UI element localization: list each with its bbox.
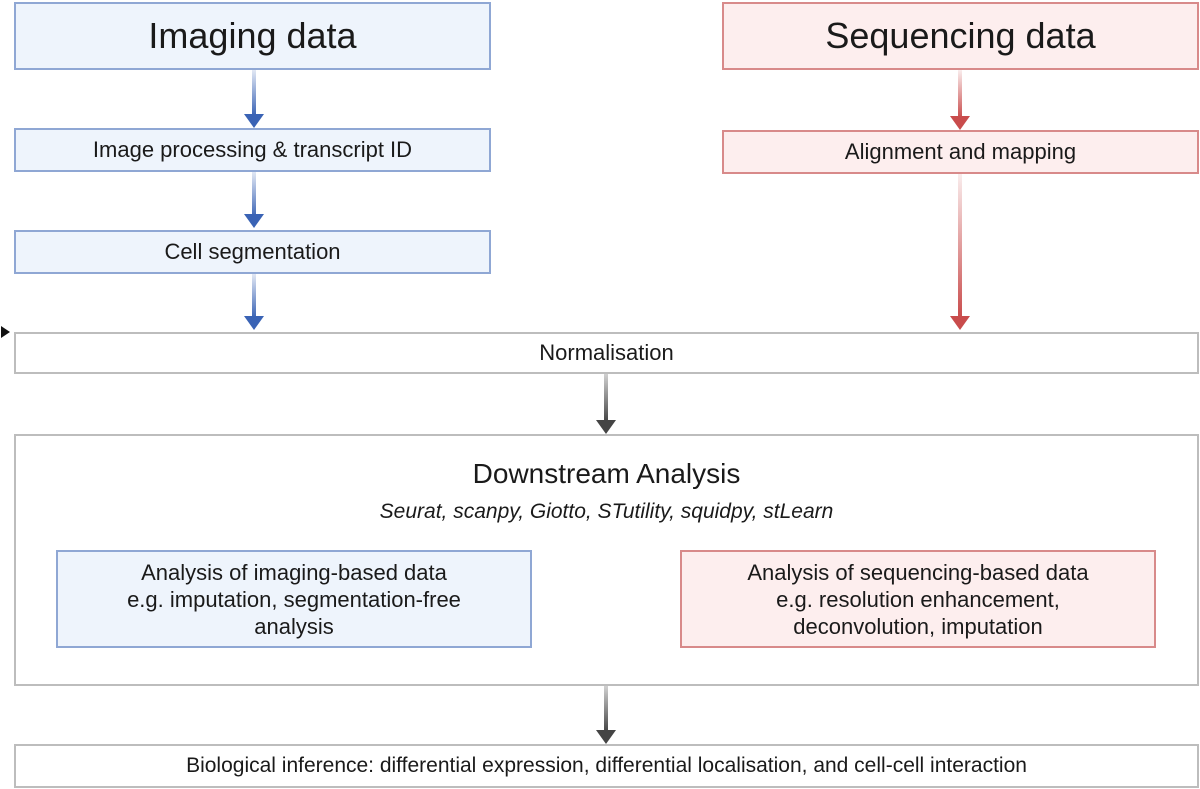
imaging-data-title: Imaging data xyxy=(148,15,357,56)
sequencing-analysis-box: Analysis of sequencing-based data e.g. r… xyxy=(680,550,1156,648)
normalisation-label: Normalisation xyxy=(539,340,674,365)
left-marker-icon xyxy=(1,326,10,338)
sequencing-analysis-line2: e.g. resolution enhancement, xyxy=(776,586,1060,612)
arrow-imaging-to-processing xyxy=(244,70,264,128)
image-processing-box: Image processing & transcript ID xyxy=(14,128,491,172)
arrow-alignment-to-normalisation xyxy=(950,174,970,330)
alignment-mapping-box: Alignment and mapping xyxy=(722,130,1199,174)
alignment-mapping-label: Alignment and mapping xyxy=(844,139,1077,164)
arrow-sequencing-to-alignment xyxy=(950,70,970,130)
biological-inference-box: Biological inference: differential expre… xyxy=(14,744,1199,788)
arrow-normalisation-to-downstream xyxy=(596,374,616,434)
imaging-analysis-line1: Analysis of imaging-based data xyxy=(141,559,447,585)
imaging-analysis-line3: analysis xyxy=(254,613,334,639)
downstream-analysis-title: Downstream Analysis xyxy=(472,458,741,489)
downstream-analysis-box: Downstream Analysis Seurat, scanpy, Giot… xyxy=(14,434,1199,686)
sequencing-analysis-line1: Analysis of sequencing-based data xyxy=(747,559,1089,585)
sequencing-analysis-line3: deconvolution, imputation xyxy=(793,613,1043,639)
cell-segmentation-label: Cell segmentation xyxy=(164,239,341,264)
image-processing-label: Image processing & transcript ID xyxy=(92,137,413,162)
normalisation-box: Normalisation xyxy=(14,332,1199,374)
sequencing-data-box: Sequencing data xyxy=(722,2,1199,70)
cell-segmentation-box: Cell segmentation xyxy=(14,230,491,274)
arrow-segmentation-to-normalisation xyxy=(244,274,264,330)
biological-inference-label: Biological inference: differential expre… xyxy=(186,754,1027,777)
sequencing-data-title: Sequencing data xyxy=(825,15,1096,56)
arrow-processing-to-segmentation xyxy=(244,172,264,228)
imaging-data-box: Imaging data xyxy=(14,2,491,70)
downstream-analysis-tools: Seurat, scanpy, Giotto, STutility, squid… xyxy=(379,500,834,523)
imaging-analysis-box: Analysis of imaging-based data e.g. impu… xyxy=(56,550,532,648)
arrow-downstream-to-inference xyxy=(596,686,616,744)
imaging-analysis-line2: e.g. imputation, segmentation-free xyxy=(127,586,461,612)
